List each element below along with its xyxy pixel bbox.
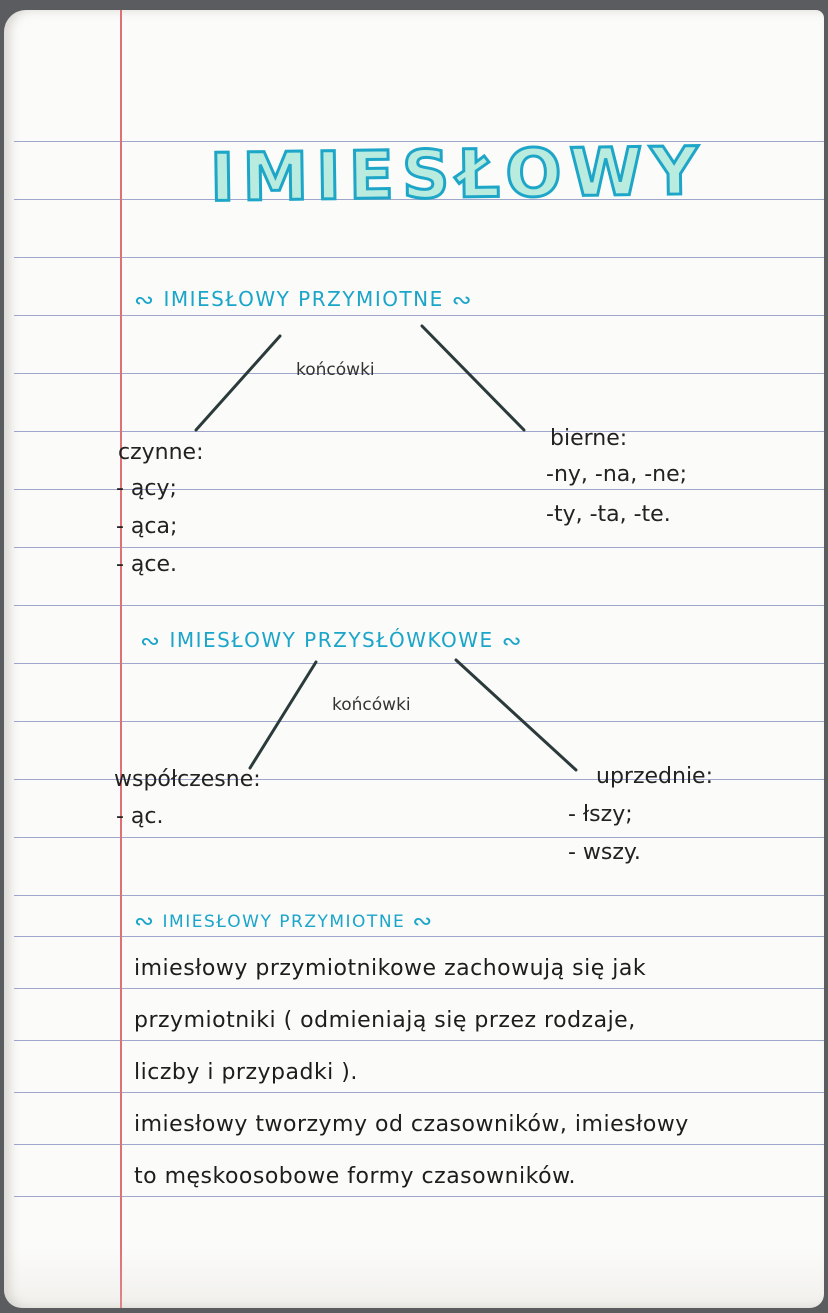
rule-line [14,605,824,606]
paragraph-line: liczby i przypadki ). [134,1060,358,1085]
page-title: IMIESŁOWY [208,131,708,218]
rule-line [14,779,824,780]
rule-line [14,1040,824,1041]
rule-line [14,489,824,490]
rule-line [14,373,824,374]
wave-decoration-icon: ∾ [140,627,162,655]
section2-right-label: uprzednie: [596,764,714,789]
rule-line [14,199,824,200]
section1-heading: ∾ IMIESŁOWY PRZYMIOTNE ∾ [134,286,473,314]
section2-right-item: - wszy. [568,840,641,865]
rule-line [14,936,824,937]
section2-left-label: współczesne: [114,767,261,792]
section3-heading: ∾ IMIESŁOWY PRZYMIOTNE ∾ [134,907,434,935]
rule-line [14,663,824,664]
section1-left-item: - ący; [116,476,177,501]
section1-center-label: końcówki [296,360,375,380]
wave-decoration-icon: ∾ [501,627,524,655]
notebook-page: IMIESŁOWY ∾ IMIESŁOWY PRZYMIOTNE ∾ końcó… [4,10,824,1308]
rule-line [14,837,824,838]
wave-decoration-icon: ∾ [134,907,156,935]
section2-right-item: - łszy; [568,802,633,827]
paragraph-line: imiesłowy tworzymy od czasowników, imies… [134,1112,689,1137]
rule-line [14,895,824,896]
section1-left-label: czynne: [118,440,204,465]
rule-line [14,721,824,722]
rule-line [14,431,824,432]
rule-line [14,988,824,989]
rule-line [14,1196,824,1197]
paragraph-line: przymiotniki ( odmieniają się przez rodz… [134,1008,636,1033]
rule-line [14,315,824,316]
wave-decoration-icon: ∾ [134,286,156,314]
rule-line [14,1144,824,1145]
section1-left-item: - ąca; [116,514,178,539]
page-shadow [4,1248,824,1308]
section1-right-label: bierne: [550,426,628,451]
section3-heading-text: IMIESŁOWY PRZYMIOTNE [162,912,406,932]
section1-heading-text: IMIESŁOWY PRZYMIOTNE [163,287,444,311]
rule-line [14,547,824,548]
rule-line [14,141,824,142]
paragraph-line: to męskoosobowe formy czasowników. [134,1164,577,1189]
section2-center-label: końcówki [332,695,411,715]
wave-decoration-icon: ∾ [412,907,434,935]
section2-left-item: - ąc. [116,804,164,829]
rule-line [14,257,824,258]
wave-decoration-icon: ∾ [451,286,474,314]
paragraph-line: imiesłowy przymiotnikowe zachowują się j… [134,956,647,981]
margin-line [120,10,122,1308]
section1-right-item: -ny, -na, -ne; [546,462,688,487]
section1-right-item: -ty, -ta, -te. [546,502,671,527]
section1-left-item: - ące. [116,552,178,577]
section2-heading: ∾ IMIESŁOWY PRZYSŁÓWKOWE ∾ [140,627,523,655]
section2-heading-text: IMIESŁOWY PRZYSŁÓWKOWE [169,628,494,652]
rule-line [14,1092,824,1093]
